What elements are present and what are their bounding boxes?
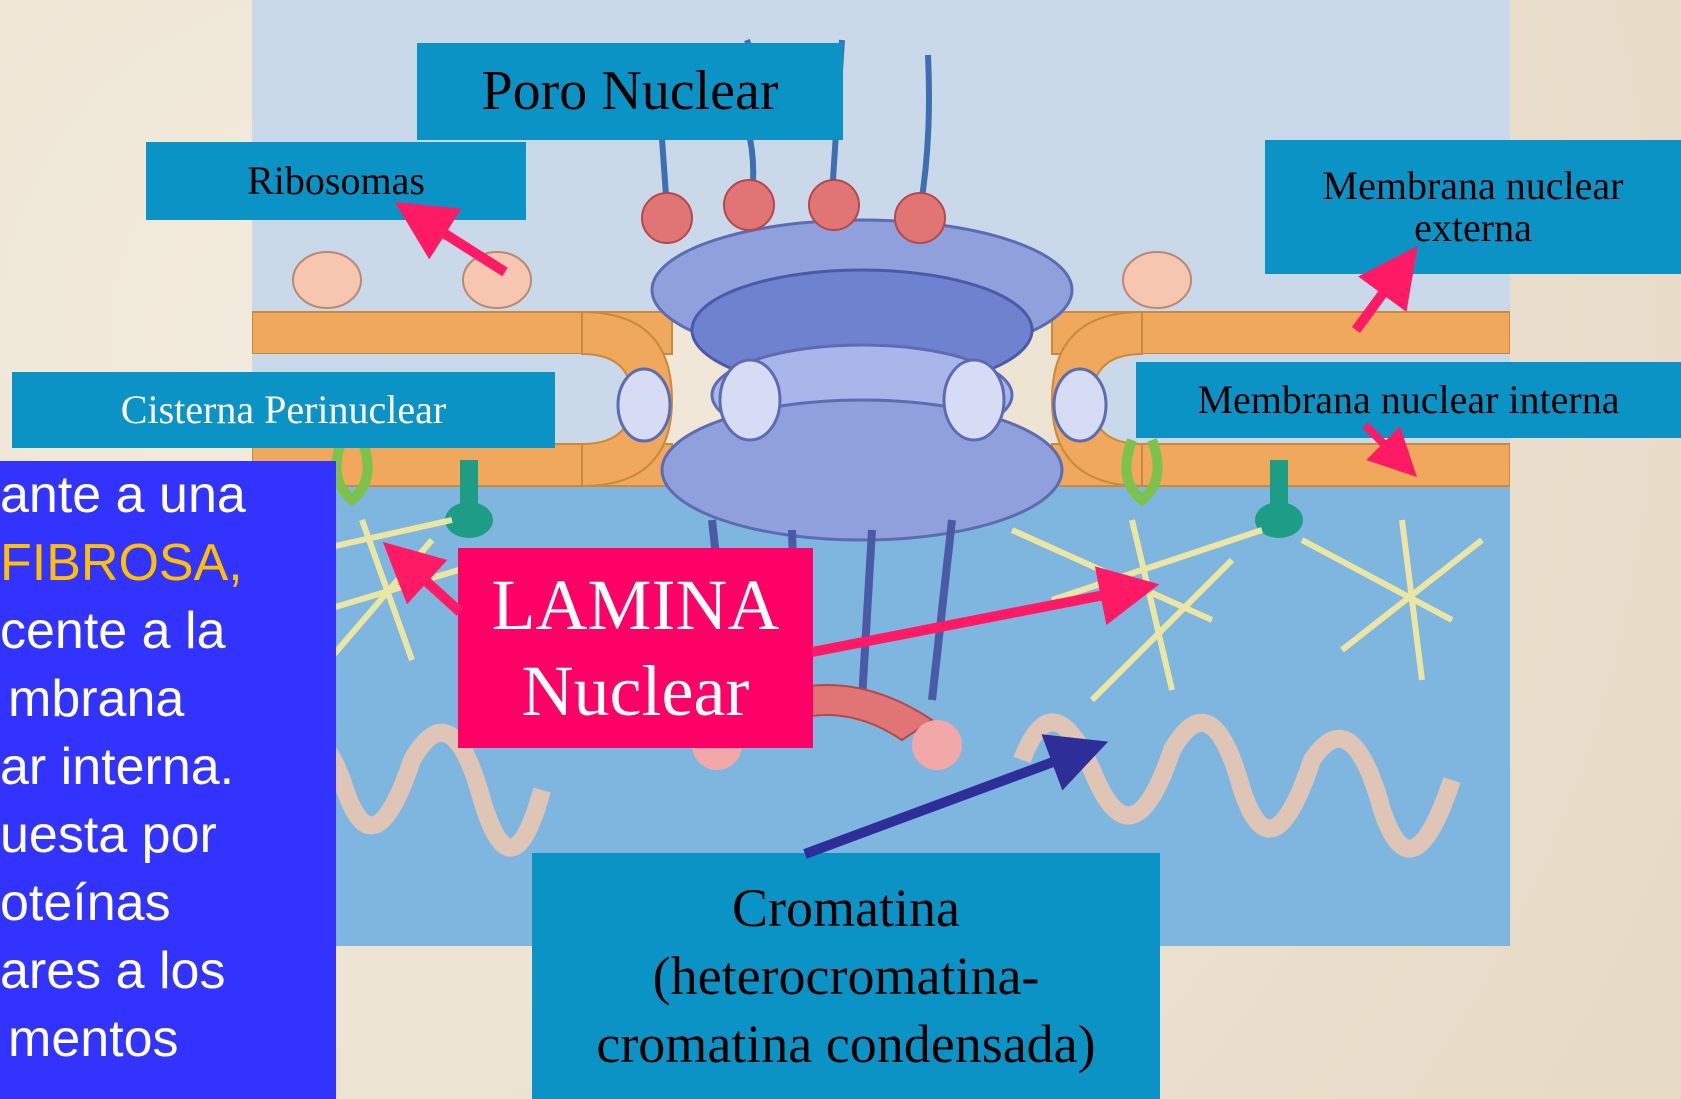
arrow-cromatina: [805, 752, 1080, 854]
arrow-lamina-left: [405, 562, 460, 612]
arrow-lamina-right: [812, 590, 1130, 652]
arrow-membrana-interna: [1365, 425, 1400, 460]
arrow-ribosomas: [420, 218, 505, 272]
arrow-membrana-externa: [1356, 270, 1400, 330]
